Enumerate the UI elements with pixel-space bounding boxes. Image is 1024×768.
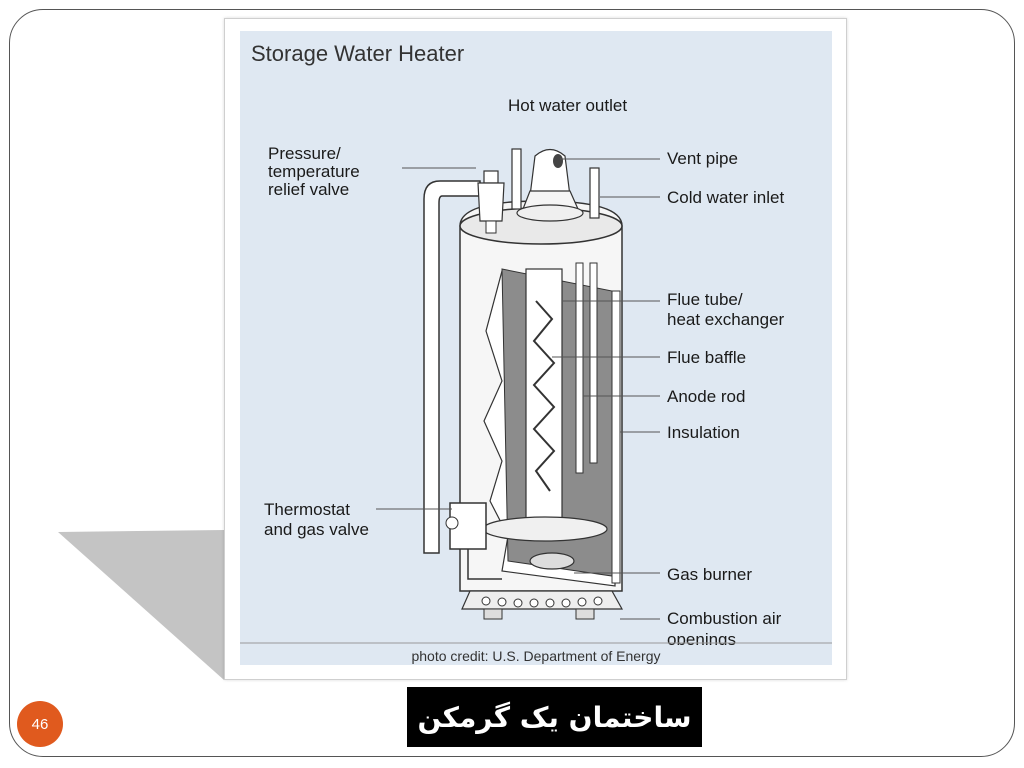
label-pressure-relief-3: relief valve — [268, 180, 349, 199]
label-gas-burner: Gas burner — [667, 565, 752, 584]
label-thermostat-1: Thermostat — [264, 500, 350, 519]
diagram-figure: Storage Water Heater — [224, 18, 847, 680]
tank-base — [461, 590, 624, 620]
credit-bar — [240, 645, 832, 665]
water-heater-diagram: Storage Water Heater — [240, 41, 832, 665]
label-pressure-relief-1: Pressure/ — [268, 144, 341, 163]
label-thermostat-2: and gas valve — [264, 520, 369, 539]
label-anode-rod: Anode rod — [667, 387, 745, 406]
bottom-baffle — [482, 516, 608, 542]
photo-credit: photo credit: U.S. Department of Energy — [411, 648, 660, 664]
page-number-badge: 46 — [17, 701, 63, 747]
label-insulation: Insulation — [667, 423, 740, 442]
gas-burner-shape — [529, 552, 575, 570]
slide-frame — [9, 9, 1015, 757]
label-combustion-2: openings — [667, 630, 736, 649]
slide-caption-text: ساختمان یک گرمکن — [417, 700, 692, 734]
label-combustion-1: Combustion air — [667, 609, 782, 628]
dip-tube — [589, 262, 598, 464]
leader-lines — [376, 158, 660, 620]
thermostat-box — [445, 502, 502, 580]
label-flue-tube-2: heat exchanger — [667, 310, 785, 329]
label-cold-water-inlet: Cold water inlet — [667, 188, 784, 207]
diagram-panel: Storage Water Heater — [240, 31, 832, 665]
label-hot-water-outlet: Hot water outlet — [508, 96, 627, 115]
label-flue-tube-1: Flue tube/ — [667, 290, 743, 309]
top-fittings — [477, 148, 600, 234]
flue-tube — [525, 268, 563, 528]
page-number: 46 — [31, 715, 49, 733]
anode-rod — [575, 262, 584, 474]
label-flue-baffle: Flue baffle — [667, 348, 746, 367]
label-pressure-relief-2: temperature — [268, 162, 360, 181]
slide-caption: ساختمان یک گرمکن — [407, 687, 702, 747]
label-vent-pipe: Vent pipe — [667, 149, 738, 168]
diagram-title: Storage Water Heater — [251, 41, 464, 66]
